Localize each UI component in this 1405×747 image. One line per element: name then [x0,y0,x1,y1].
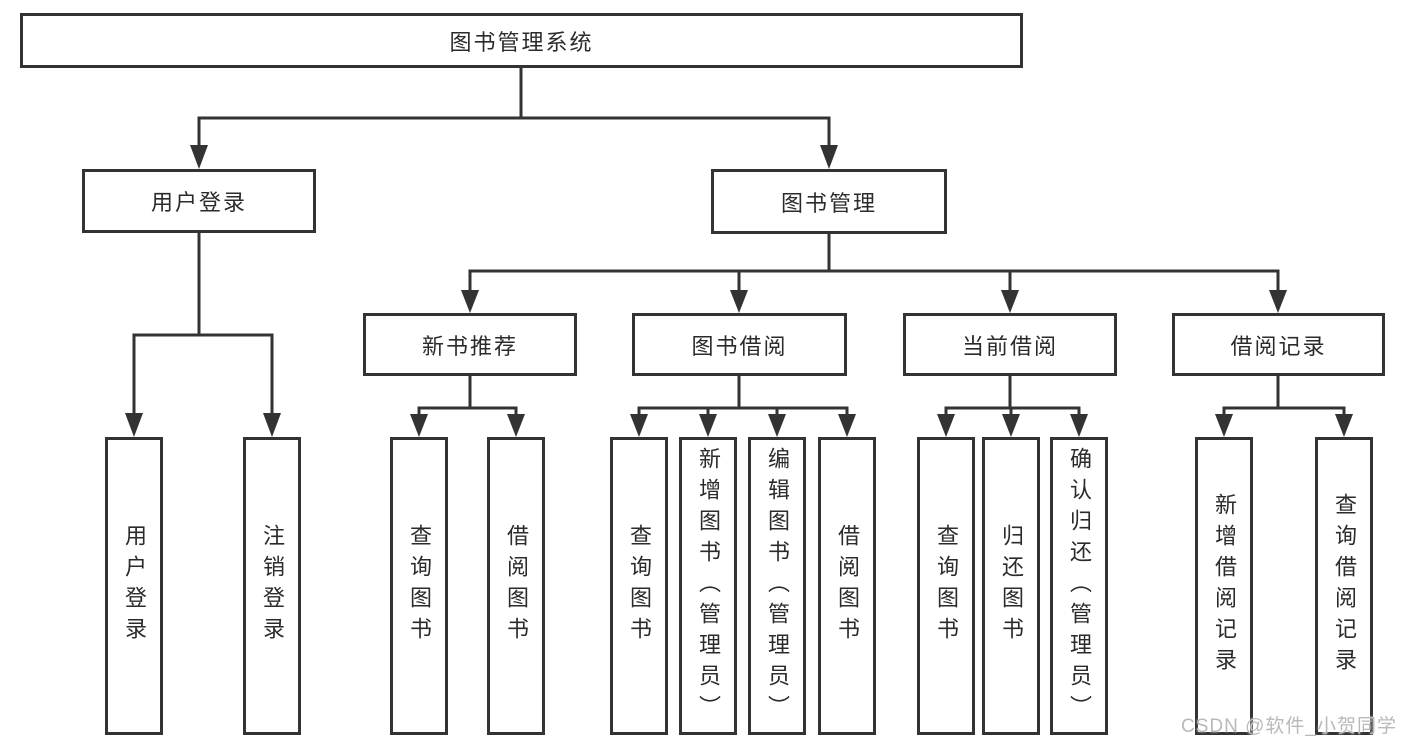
leaf-user-login: 用户登录 [105,437,163,735]
leaf-edit-books-admin: 编辑图书（管理员） [748,437,806,735]
leaf-return-books: 归还图书 [982,437,1040,735]
connector-new-book-children [410,374,525,437]
leaf-query-books: 查询图书 [917,437,975,735]
connector-root-to-level2 [190,66,838,169]
watermark: CSDN @软件_小贺同学 [1181,716,1397,737]
node-book-borrow: 图书借阅 [632,313,847,376]
leaf-label: 新增借阅记录 [1212,493,1237,679]
connector-book-borrow-children [630,374,856,437]
leaf-query-books: 查询图书 [390,437,448,735]
leaf-label: 借阅图书 [835,524,860,648]
leaf-label: 用户登录 [122,524,147,648]
leaf-query-books: 查询图书 [610,437,668,735]
node-borrow-record: 借阅记录 [1172,313,1385,376]
leaf-borrow-books: 借阅图书 [818,437,876,735]
connector-borrow-record-children [1215,374,1353,437]
node-current-borrow: 当前借阅 [903,313,1117,376]
node-label: 图书管理系统 [449,29,594,55]
leaf-label: 归还图书 [999,524,1024,648]
leaf-logout: 注销登录 [243,437,301,735]
leaf-label: 借阅图书 [504,524,529,648]
leaf-label: 查询图书 [627,524,652,648]
leaf-label: 确认归还（管理员） [1067,446,1092,726]
leaf-label: 查询图书 [407,524,432,648]
node-label: 用户登录 [150,190,247,215]
node-label: 当前借阅 [961,333,1058,359]
leaf-add-books-admin: 新增图书（管理员） [679,437,737,735]
node-label: 图书管理 [780,190,877,216]
leaf-label: 查询图书 [934,524,959,648]
leaf-label: 新增图书（管理员） [696,446,721,726]
leaf-add-borrow-record: 新增借阅记录 [1195,437,1253,735]
node-new-book-recommend: 新书推荐 [363,313,577,376]
connector-current-borrow-children [937,374,1088,437]
leaf-borrow-books: 借阅图书 [487,437,545,735]
node-book-management: 图书管理 [711,169,947,234]
leaf-label: 编辑图书（管理员） [765,446,790,726]
leaf-label: 注销登录 [260,524,285,648]
node-label: 新书推荐 [421,333,518,359]
node-label: 图书借阅 [691,333,788,359]
node-user-login: 用户登录 [82,169,316,233]
leaf-confirm-return-admin: 确认归还（管理员） [1050,437,1108,735]
node-label: 借阅记录 [1230,333,1327,359]
connector-user-login-children [125,231,281,437]
leaf-query-borrow-record: 查询借阅记录 [1315,437,1373,735]
leaf-label: 查询借阅记录 [1332,493,1357,679]
node-library-system: 图书管理系统 [20,13,1023,68]
connector-book-management-children [461,232,1287,313]
